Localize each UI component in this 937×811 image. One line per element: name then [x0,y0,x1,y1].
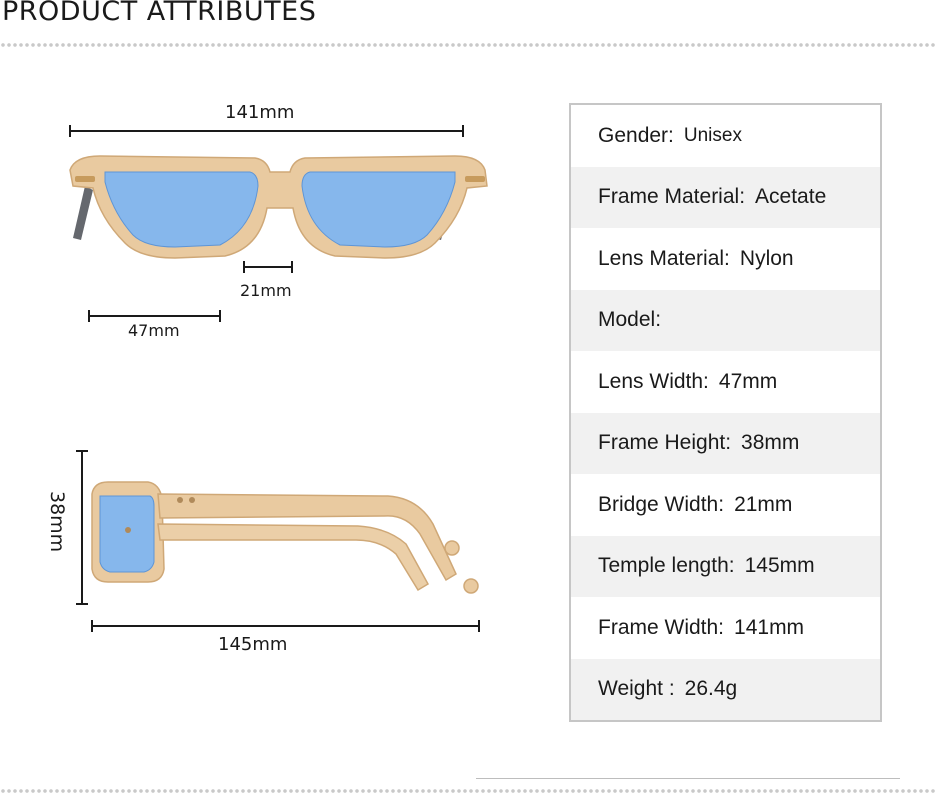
attribute-label: Lens Width: [598,369,709,393]
lens-label: 47mm [128,321,180,340]
dotted-divider-top [0,42,937,48]
attribute-value: 26.4g [684,677,738,701]
hinge-rivet-1 [177,497,183,503]
attribute-label: Bridge Width: [598,492,725,516]
attribute-value: 21mm [734,492,793,516]
attribute-label: Lens Material: [598,246,730,270]
total-width-dimension-line [69,125,464,137]
side-temple [157,493,457,582]
attribute-row-frame-material: Frame Material: Acetate [571,166,880,228]
height-label: 38mm [46,491,68,553]
attribute-label: Weight : [598,677,675,701]
side-temple-inner [157,523,430,592]
left-hinge [75,176,95,182]
temple-label: 145mm [218,634,288,655]
attribute-value: Unisex [683,124,742,146]
attribute-value: Nylon [739,246,794,270]
attribute-value: 38mm [741,431,800,455]
height-dimension-line [76,450,88,605]
glasses-side-view [91,481,479,594]
hinge-rivet-2 [189,497,195,503]
attribute-value: 47mm [718,369,778,393]
attribute-label: Frame Height: [598,431,732,455]
dotted-divider-bottom [0,788,937,794]
attribute-label: Temple length: [598,554,735,578]
attribute-value: Acetate [755,185,827,209]
temple-tip-upper [444,540,460,556]
lens-dimension-line [88,310,221,322]
temple-dimension-line [91,620,480,632]
attribute-label: Frame Width: [598,615,725,639]
attribute-value: 145mm [744,554,815,578]
temple-tip-lower [463,578,479,594]
bridge-dimension-line [243,261,293,273]
attribute-label: Frame Material: [598,185,746,209]
attribute-label: Gender: [598,123,674,147]
attribute-row-temple-length: Temple length: 145mm [571,535,880,597]
attribute-row-frame-height: Frame Height: 38mm [571,412,880,474]
attribute-row-model: Model: [571,289,880,351]
right-hinge [465,176,485,182]
right-lens [301,171,456,248]
attribute-row-weight: Weight : 26.4g [571,658,880,720]
left-lens [104,171,259,248]
total-width-label: 141mm [225,102,295,123]
page-title: PRODUCT ATTRIBUTES [2,0,317,27]
left-temple-stub [73,186,93,240]
attribute-row-gender: Gender: Unisex [571,105,880,167]
side-lens [99,495,155,573]
attributes-table: Gender: Unisex Frame Material: Acetate L… [569,103,882,722]
attribute-row-frame-width: Frame Width: 141mm [571,597,880,659]
attribute-label: Model: [598,308,662,332]
footer-rule [476,778,900,779]
attribute-value: 141mm [734,615,805,639]
hinge-rivet-3 [125,527,131,533]
attribute-row-lens-material: Lens Material: Nylon [571,228,880,290]
bridge-label: 21mm [240,281,292,300]
attribute-row-bridge-width: Bridge Width: 21mm [571,474,880,536]
glasses-front-view [69,155,488,259]
attribute-row-lens-width: Lens Width: 47mm [571,351,880,413]
